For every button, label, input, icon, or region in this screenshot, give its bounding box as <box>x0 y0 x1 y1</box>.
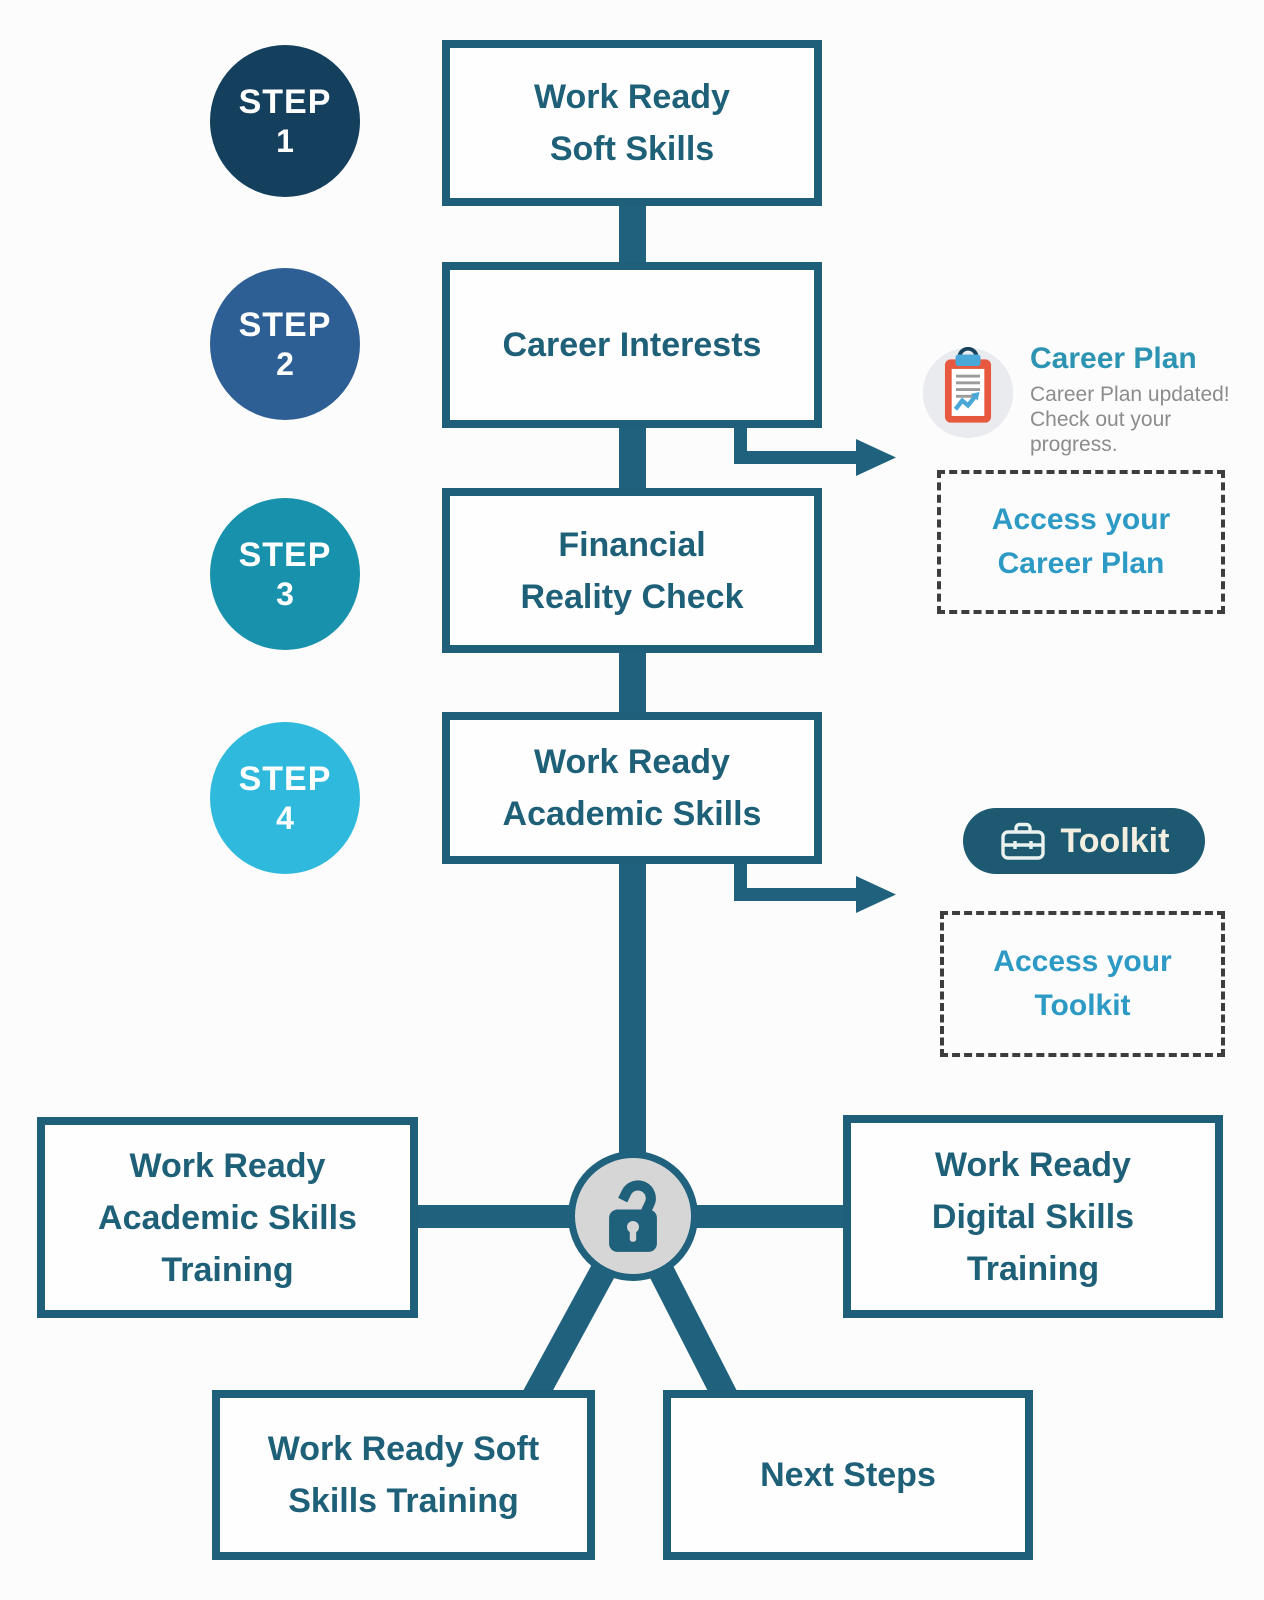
node-academic-skills-training: Work Ready Academic Skills Training <box>37 1117 418 1318</box>
access-career-plan-button[interactable]: Access your Career Plan <box>937 470 1225 614</box>
node-soft-skills-training: Work Ready Soft Skills Training <box>212 1390 595 1560</box>
node-work-ready-academic-skills: Work Ready Academic Skills <box>442 712 822 864</box>
step-1-number: 1 <box>276 123 294 159</box>
step-4-number: 4 <box>276 800 294 836</box>
career-plan-arrow-line <box>734 420 858 464</box>
access-toolkit-label-line: Access your <box>993 945 1172 978</box>
notification-title: Career Plan <box>1030 342 1197 375</box>
node-work-ready-soft-skills: Work Ready Soft Skills <box>442 40 822 206</box>
node-label-line: Career Interests <box>502 326 762 364</box>
node-label-line: Work Ready Soft <box>267 1430 540 1468</box>
step-4-word: STEP <box>238 760 332 798</box>
node-digital-skills-training: Work Ready Digital Skills Training <box>843 1115 1223 1318</box>
node-label-line: Work Ready <box>129 1146 326 1185</box>
node-label-line: Work Ready <box>534 78 730 116</box>
node-label-line: Soft Skills <box>549 130 715 168</box>
toolkit-arrowhead-icon <box>856 876 896 913</box>
toolbox-icon <box>1000 822 1045 860</box>
access-career-plan-label-line: Career Plan <box>997 547 1165 580</box>
node-label-line: Next Steps <box>760 1456 936 1494</box>
node-career-interests: Career Interests <box>442 262 822 428</box>
step-3-badge: STEP 3 <box>210 498 360 650</box>
step-1-word: STEP <box>238 83 332 121</box>
node-label-line: Work Ready <box>534 743 730 781</box>
node-financial-reality-check: Financial Reality Check <box>442 488 822 653</box>
step-4-badge: STEP 4 <box>210 722 360 874</box>
node-label-line: Academic Skills <box>502 795 762 833</box>
step-1-badge: STEP 1 <box>210 45 360 197</box>
step-3-word: STEP <box>238 536 332 574</box>
lock-node <box>568 1151 698 1281</box>
access-career-plan-label-line: Access your <box>991 503 1171 536</box>
step-3-number: 3 <box>276 576 294 612</box>
career-plan-arrowhead-icon <box>856 439 896 476</box>
step-2-word: STEP <box>238 306 332 344</box>
node-label-line: Financial <box>558 525 706 564</box>
node-label-line: Training <box>966 1249 1100 1288</box>
node-label-line: Training <box>161 1250 294 1289</box>
step-2-badge: STEP 2 <box>210 268 360 420</box>
clipboard-chart-icon <box>922 346 1014 439</box>
access-toolkit-button[interactable]: Access your Toolkit <box>940 911 1225 1057</box>
access-toolkit-label-line: Toolkit <box>1034 989 1131 1022</box>
node-label-line: Skills Training <box>288 1482 519 1520</box>
notification-message: Career Plan updated! Check out your prog… <box>1030 383 1230 456</box>
toolkit-button-label: Toolkit <box>1060 821 1170 860</box>
toolkit-arrow-line <box>734 858 858 901</box>
node-label-line: Reality Check <box>520 577 744 616</box>
node-label-line: Academic Skills <box>98 1198 357 1237</box>
node-label-line: Work Ready <box>935 1145 1131 1184</box>
node-next-steps: Next Steps <box>663 1390 1033 1560</box>
open-padlock-icon <box>609 1180 657 1252</box>
step-2-number: 2 <box>276 346 294 382</box>
node-label-line: Digital Skills <box>931 1197 1135 1236</box>
toolkit-button[interactable]: Toolkit <box>963 808 1205 874</box>
